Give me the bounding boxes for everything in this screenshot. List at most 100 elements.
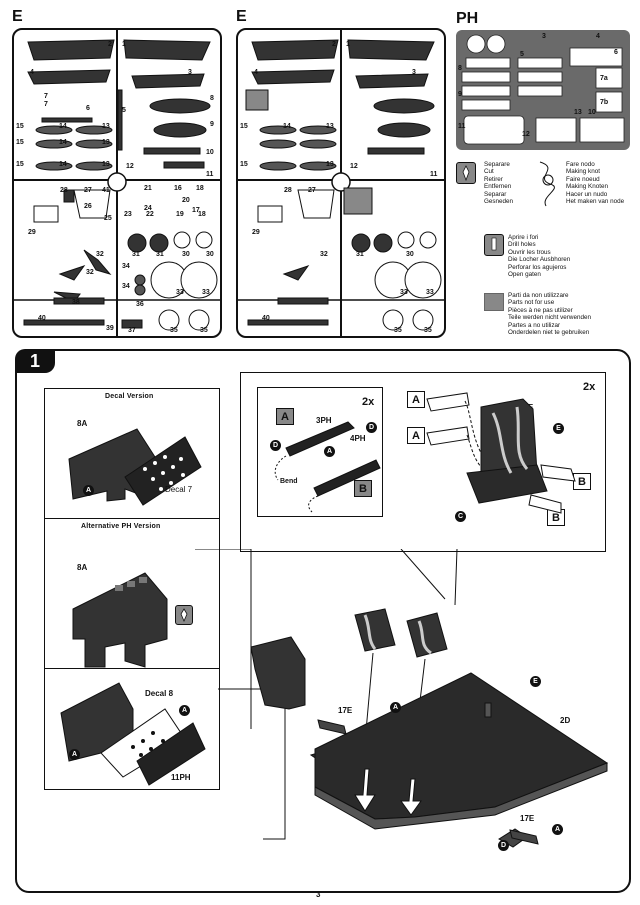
svg-text:40: 40 xyxy=(38,315,46,322)
svg-text:13: 13 xyxy=(326,161,334,168)
svg-text:35: 35 xyxy=(200,327,208,334)
svg-text:30: 30 xyxy=(182,251,190,258)
svg-text:23: 23 xyxy=(124,211,132,218)
belt-tag-a: A xyxy=(276,408,294,425)
svg-text:9: 9 xyxy=(210,121,214,128)
legend-notused-line: Pièces à ne pas utilizer xyxy=(508,306,573,314)
svg-text:39: 39 xyxy=(106,325,114,332)
cockpit-assembly-drawing xyxy=(195,549,609,848)
bend-label: Bend xyxy=(280,478,298,485)
legend-drill-line: Ouvrir les trous xyxy=(508,248,551,256)
cut-icon xyxy=(456,162,476,184)
legend-drill-line: Aprire i fori xyxy=(508,234,539,241)
svg-text:35: 35 xyxy=(170,327,178,334)
sprue-e-letter-right: E xyxy=(236,8,247,25)
svg-text:1: 1 xyxy=(122,41,126,48)
svg-text:4: 4 xyxy=(596,33,600,40)
svg-text:5: 5 xyxy=(122,107,126,114)
legend-cut-line: Entfernen xyxy=(484,183,512,191)
svg-text:3: 3 xyxy=(188,69,192,76)
step-1-frame xyxy=(15,349,631,893)
attach-point-a: A xyxy=(83,485,94,496)
svg-text:15: 15 xyxy=(16,123,24,130)
svg-text:3: 3 xyxy=(542,33,546,40)
attach-point-c: C xyxy=(455,511,466,522)
belts-subbox: 2x A 3PH 4PH D A D Bend B xyxy=(257,387,383,517)
legend-drill-line: Open gaten xyxy=(508,271,541,279)
attach-point-d: D xyxy=(498,840,509,851)
svg-text:2: 2 xyxy=(332,41,336,48)
svg-text:4: 4 xyxy=(254,69,258,76)
legend-not-used: Parti da non utilizzare Parts not for us… xyxy=(508,292,591,336)
svg-text:30: 30 xyxy=(206,251,214,258)
svg-text:11: 11 xyxy=(430,171,438,178)
svg-text:15: 15 xyxy=(16,139,24,146)
legend-notused-line: Teile werden nicht verwenden xyxy=(508,314,591,322)
legend-knot-line: Het maken van node xyxy=(566,198,625,206)
svg-text:26: 26 xyxy=(84,203,92,210)
part-17-bottom-drawing xyxy=(509,829,539,845)
legend-knot: Fare nodo Making knot Faire noeud Making… xyxy=(566,161,624,205)
svg-text:28: 28 xyxy=(284,187,292,194)
svg-text:8: 8 xyxy=(210,95,214,102)
svg-text:15: 15 xyxy=(16,161,24,168)
legend-drill: Aprire i fori Drill holes Ouvrir les tro… xyxy=(508,234,570,278)
belt-tag-b: B xyxy=(354,480,372,497)
svg-text:8: 8 xyxy=(458,65,462,72)
svg-text:24: 24 xyxy=(144,205,152,212)
svg-text:14: 14 xyxy=(59,139,67,146)
legend-knot-line: Fare nodo xyxy=(566,161,595,168)
svg-text:17: 17 xyxy=(192,207,200,214)
svg-text:34: 34 xyxy=(122,283,130,290)
attach-point-a: A xyxy=(69,749,80,760)
part-17-top-drawing xyxy=(317,719,347,735)
legend-drill-line: Drill holes xyxy=(508,241,536,249)
decal-version-part-label: 8A xyxy=(77,419,88,428)
svg-text:25: 25 xyxy=(104,215,112,222)
svg-text:7: 7 xyxy=(44,93,48,100)
legend-notused-line: Onderdelen niet te gebruiken xyxy=(508,329,590,337)
svg-text:34: 34 xyxy=(122,263,130,270)
decal-8-drawing xyxy=(60,682,206,786)
cut-icon xyxy=(175,605,193,625)
svg-text:20: 20 xyxy=(182,197,190,204)
svg-text:16: 16 xyxy=(174,185,182,192)
part-17-label-bottom: 17E xyxy=(520,814,535,823)
decal-7-label: Decal 7 xyxy=(165,485,193,494)
svg-text:13: 13 xyxy=(574,109,582,116)
seat-multiplier: 2x xyxy=(583,381,596,393)
legend-knot-line: Making knot xyxy=(566,168,600,176)
legend-notused-line: Parts not for use xyxy=(508,299,555,307)
svg-text:13: 13 xyxy=(102,161,110,168)
svg-text:22: 22 xyxy=(146,211,154,218)
svg-text:40: 40 xyxy=(262,315,270,322)
legend-cut-line: Gesneden xyxy=(484,198,514,206)
svg-text:29: 29 xyxy=(252,229,260,236)
svg-text:37: 37 xyxy=(128,327,136,334)
floor-part-label: 2D xyxy=(560,716,571,725)
svg-text:13: 13 xyxy=(102,123,110,130)
svg-text:13: 13 xyxy=(326,123,334,130)
attach-point-a: A xyxy=(552,824,563,835)
instrument-panel-ph-drawing xyxy=(72,572,168,668)
svg-text:14: 14 xyxy=(283,123,291,130)
svg-text:19: 19 xyxy=(176,211,184,218)
step-number: 1 xyxy=(15,349,55,373)
seat-detail-callout: 2x A 3PH 4PH D A D Bend B 2x 28E A A B B… xyxy=(240,372,606,552)
decal-8-box: Decal 8 A A 11PH xyxy=(44,668,220,790)
decal-version-title: Decal Version xyxy=(105,393,154,400)
alt-ph-version-title: Alternative PH Version xyxy=(81,523,161,530)
belt-3ph-label: 3PH xyxy=(316,416,332,425)
decal-version-box: Decal Version 8A A Decal 7 xyxy=(44,388,220,520)
svg-text:3: 3 xyxy=(412,69,416,76)
part-17-label-top: 17E xyxy=(338,706,353,715)
svg-text:27: 27 xyxy=(308,187,316,194)
page-number: 3 xyxy=(316,890,321,899)
seat-tag-a: A xyxy=(407,427,425,444)
svg-text:33: 33 xyxy=(176,289,184,296)
legend-drill-line: Perforar los agujeros xyxy=(508,263,567,271)
svg-text:5: 5 xyxy=(520,51,524,58)
